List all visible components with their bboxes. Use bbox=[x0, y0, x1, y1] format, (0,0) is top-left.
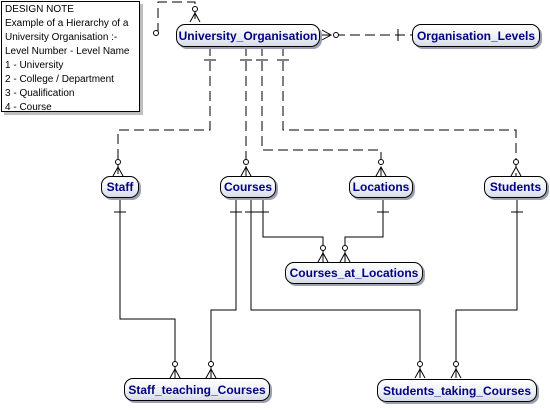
design-note-line: Example of a Hierarchy of a bbox=[5, 18, 129, 29]
relationship-courses-staff-teaching bbox=[210, 198, 237, 378]
one-cardinality-marks bbox=[114, 29, 523, 213]
relationship-university-students bbox=[282, 46, 517, 176]
design-note-line: 2 - College / Department bbox=[5, 74, 114, 85]
entity-students[interactable]: Students bbox=[484, 176, 547, 198]
design-note-line: University Organisation :- bbox=[5, 32, 118, 43]
entity-students-taking-courses[interactable]: Students_taking_Courses bbox=[377, 379, 537, 402]
entity-staff-teaching-courses[interactable]: Staff_teaching_Courses bbox=[124, 378, 270, 401]
entity-staff[interactable]: Staff bbox=[101, 176, 139, 198]
relationship-university-staff bbox=[117, 46, 211, 176]
relationship-courses-students-taking bbox=[250, 198, 421, 378]
relationship-university-locations bbox=[261, 46, 382, 176]
entity-courses[interactable]: Courses bbox=[220, 176, 276, 198]
many-cardinality-marks bbox=[112, 11, 522, 379]
design-note-line: 1 - University bbox=[5, 60, 64, 71]
relationship-courses-at-locations bbox=[262, 198, 324, 262]
entity-courses-at-locations[interactable]: Courses_at_Locations bbox=[285, 262, 423, 284]
design-note: DESIGN NOTE Example of a Hierarchy of a … bbox=[1, 1, 140, 113]
entity-university-organisation[interactable]: University_Organisation bbox=[176, 24, 320, 47]
design-note-line: 4 - Course bbox=[5, 102, 52, 113]
relationship-staff-teaching bbox=[119, 198, 176, 378]
design-note-line: Level Number - Level Name bbox=[5, 46, 130, 57]
optionality-circles bbox=[115, 6, 519, 367]
design-note-line: 3 - Qualification bbox=[5, 88, 75, 99]
design-note-line: DESIGN NOTE bbox=[5, 4, 74, 15]
entity-organisation-levels[interactable]: Organisation_Levels bbox=[412, 24, 540, 47]
relationship-students-taking bbox=[455, 198, 518, 378]
relationship-locations-courses-at-locations bbox=[344, 198, 384, 262]
entity-locations[interactable]: Locations bbox=[349, 176, 413, 198]
